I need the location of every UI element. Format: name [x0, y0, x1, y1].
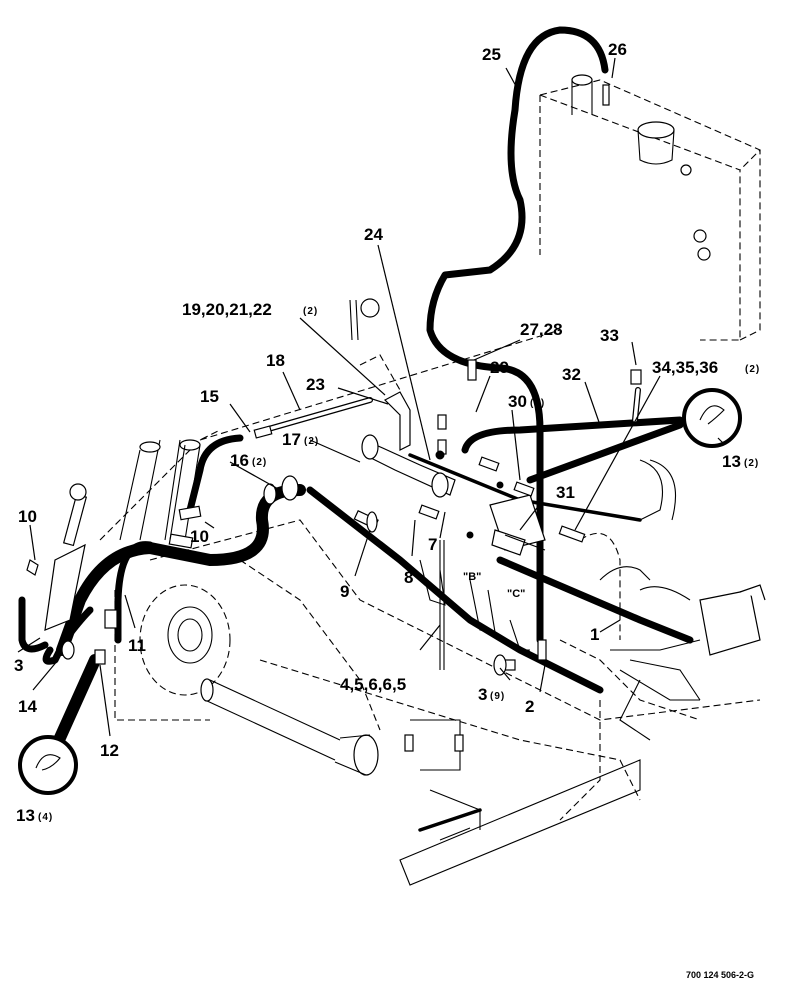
callout-11: 11 — [128, 636, 146, 655]
document-number: 700 124 506-2-G — [686, 970, 754, 980]
callout-17: 17 — [282, 430, 301, 449]
callout-26: 26 — [608, 40, 627, 59]
detail-circle-13-left — [18, 735, 78, 795]
callout-10-right: 10 — [190, 527, 209, 546]
callout-8: 8 — [404, 568, 413, 587]
callout-19-22-qty: (2) — [303, 306, 318, 317]
view-c-label: "C" — [507, 588, 525, 600]
callout-16: 16 — [230, 451, 249, 470]
callout-3-lower-qty: (9) — [490, 691, 505, 702]
callout-13-left: 13 — [16, 806, 35, 825]
callout-3-left: 3 — [14, 656, 23, 675]
leader-lines — [17, 57, 725, 737]
callout-labels: 25 26 24 19,20,21,22 (2) 27,28 33 18 29 … — [14, 40, 760, 980]
callout-19-22: 19,20,21,22 — [182, 300, 272, 319]
callout-31: 31 — [556, 483, 575, 502]
callout-24: 24 — [364, 225, 383, 244]
callout-34-36-qty: (2) — [745, 364, 760, 375]
callout-3-lower: 3 — [478, 685, 487, 704]
callout-16-qty: (2) — [252, 457, 267, 468]
callout-7: 7 — [428, 535, 437, 554]
callout-13-right-qty: (2) — [744, 458, 759, 469]
callout-10-left: 10 — [18, 507, 37, 526]
callout-23: 23 — [306, 375, 325, 394]
machine-frame — [99, 74, 766, 886]
callout-9: 9 — [340, 582, 349, 601]
callout-17-qty: (2) — [304, 436, 319, 447]
callout-13-left-qty: (4) — [38, 812, 53, 823]
callout-34-36: 34,35,36 — [652, 358, 718, 377]
callout-32: 32 — [562, 365, 581, 384]
callout-2: 2 — [525, 697, 534, 716]
callout-13-right: 13 — [722, 452, 741, 471]
callout-14: 14 — [18, 697, 37, 716]
callout-1: 1 — [590, 625, 599, 644]
callout-18: 18 — [266, 351, 285, 370]
callout-25: 25 — [482, 45, 501, 64]
components — [26, 84, 642, 752]
callout-30: 30 — [508, 392, 527, 411]
view-b-label: "B" — [463, 571, 481, 583]
detail-circle-13-right — [682, 388, 742, 448]
callout-29: 29 — [490, 358, 509, 377]
callout-27-28: 27,28 — [520, 320, 563, 339]
callout-33: 33 — [600, 326, 619, 345]
callout-4-5-6: 4,5,6,6,5 — [340, 675, 406, 694]
callout-30-qty: (2) — [530, 398, 545, 409]
callout-12: 12 — [100, 741, 119, 760]
callout-15: 15 — [200, 387, 219, 406]
